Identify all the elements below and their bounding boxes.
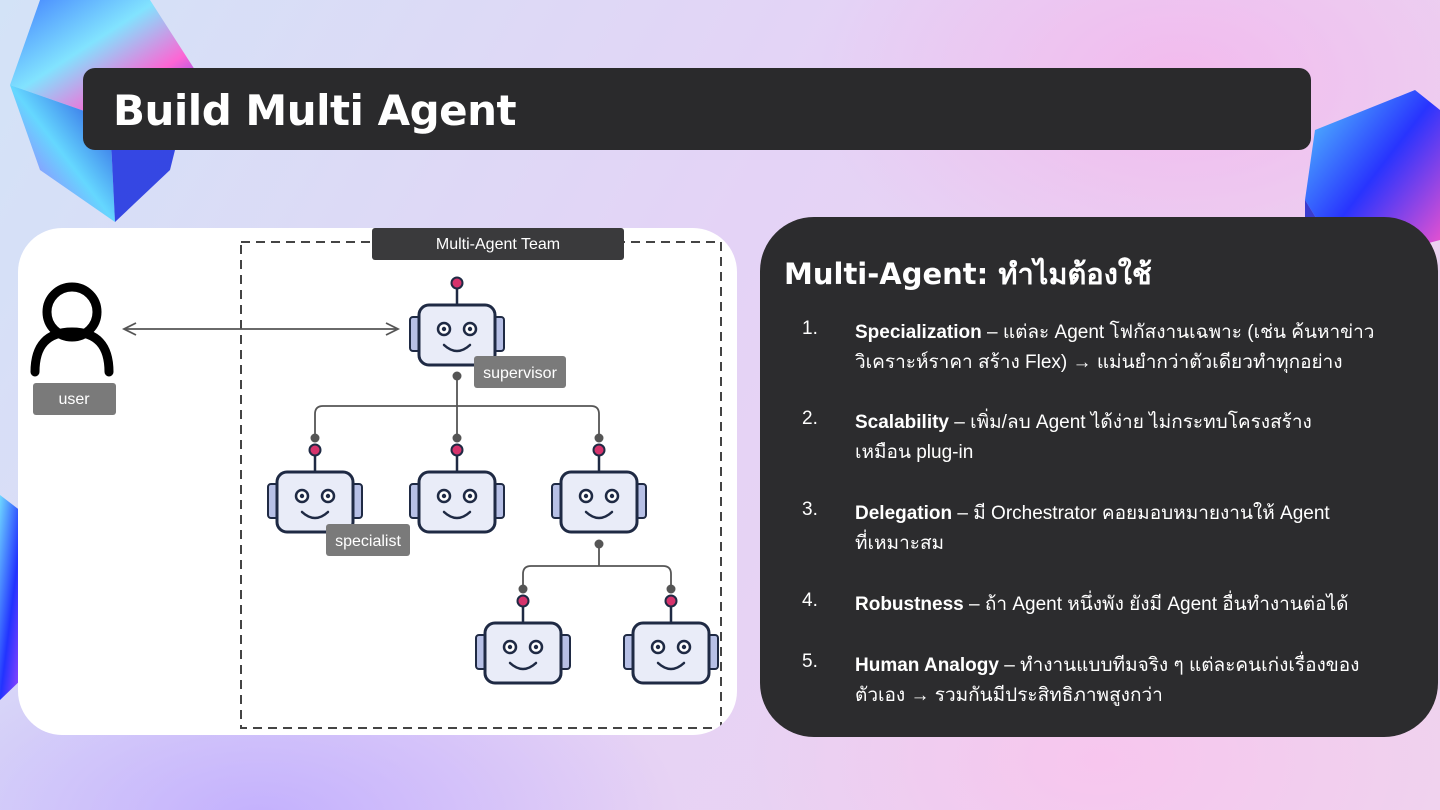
point-line1: – แต่ละ Agent โฟกัสงานเฉพาะ (เช่น ค้นหาข… <box>981 322 1375 343</box>
point-number: 3. <box>802 499 818 520</box>
point-line2: ตัวเอง → รวมกันมีประสิทธิภาพสูงกว่า <box>855 685 1163 706</box>
point-term: Delegation <box>855 503 953 524</box>
point-term: Scalability <box>855 412 949 433</box>
why-multi-agent-panel: Multi-Agent: ทำไมต้องใช้ 1. Specializati… <box>760 217 1438 737</box>
user-icon <box>30 282 114 377</box>
point-number: 5. <box>802 651 818 672</box>
team-label-box <box>372 228 624 260</box>
team-label: Multi-Agent Team <box>436 236 560 253</box>
point-line2: เหมือน plug-in <box>855 442 974 463</box>
point-number: 2. <box>802 408 818 429</box>
point-line1: – เพิ่ม/ลบ Agent ได้ง่าย ไม่กระทบโครงสร้… <box>949 412 1312 433</box>
specialist-label-box <box>326 524 410 556</box>
diagram-canvas: Multi-Agent Team user <box>30 228 722 729</box>
point-body: Human Analogy – ทำงานแบบทีมจริง ๆ แต่ละค… <box>855 651 1420 711</box>
specialist-label: specialist <box>335 533 401 550</box>
specialist-robot-icon <box>267 443 363 534</box>
agent-robot-icon <box>409 443 505 534</box>
point-line2: ที่เหมาะสม <box>855 533 945 554</box>
supervisor-label: supervisor <box>483 365 557 382</box>
user-label: user <box>58 391 90 408</box>
point-line1: – ทำงานแบบทีมจริง ๆ แต่ละคนเก่งเรื่องของ <box>998 655 1360 676</box>
point-body: Specialization – แต่ละ Agent โฟกัสงานเฉพ… <box>855 318 1420 378</box>
point-term: Robustness <box>855 594 964 615</box>
supervisor-robot-icon <box>409 276 505 367</box>
point-number: 4. <box>802 590 818 611</box>
point-body: Scalability – เพิ่ม/ลบ Agent ได้ง่าย ไม่… <box>855 408 1420 468</box>
user-supervisor-arrow <box>121 322 401 336</box>
title-bar: Build Multi Agent <box>83 68 1311 150</box>
point-body: Delegation – มี Orchestrator คอยมอบหมายง… <box>855 499 1420 559</box>
point-number: 1. <box>802 318 818 339</box>
panel-heading: Multi-Agent: ทำไมต้องใช้ <box>784 257 1152 291</box>
hierarchy-connectors <box>314 376 672 588</box>
agent-robot-icon <box>475 594 571 685</box>
agent-robot-icon <box>551 443 647 534</box>
point-line1: – ถ้า Agent หนึ่งพัง ยังมี Agent อื่นทำง… <box>963 594 1349 615</box>
point-line2: วิเคราะห์ราคา สร้าง Flex) → แม่นยำกว่าตั… <box>855 352 1343 373</box>
user-label-box <box>33 383 116 415</box>
connector-dots <box>310 371 676 594</box>
agent-robot-icon <box>623 594 719 685</box>
supervisor-label-box <box>474 356 566 388</box>
point-line1: – มี Orchestrator คอยมอบหมายงานให้ Agent <box>952 503 1330 524</box>
slide-title: Build Multi Agent <box>113 86 517 135</box>
point-term: Human Analogy <box>855 655 999 676</box>
point-body: Robustness – ถ้า Agent หนึ่งพัง ยังมี Ag… <box>855 590 1420 620</box>
multi-agent-diagram: Multi-Agent Team user <box>18 228 737 735</box>
point-term: Specialization <box>855 322 982 343</box>
